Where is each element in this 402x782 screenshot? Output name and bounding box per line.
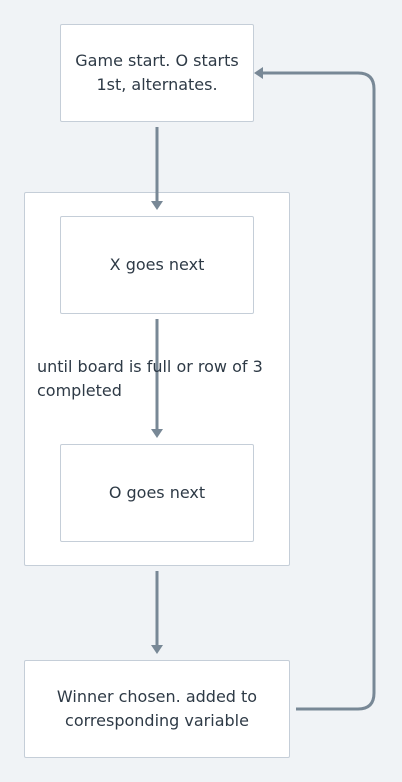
start-node[interactable]: Game start. O starts 1st, alternates. — [60, 24, 254, 122]
x-next-node[interactable]: X goes next — [60, 216, 254, 314]
edge-group-to-winner — [151, 571, 163, 654]
loop-condition-label: until board is full or row of 3 complete… — [37, 357, 263, 400]
o-next-node[interactable]: O goes next — [60, 444, 254, 542]
winner-node-label: Winner chosen. added to corresponding va… — [56, 687, 258, 730]
x-next-node-label: X goes next — [109, 255, 205, 274]
start-node-label: Game start. O starts 1st, alternates. — [75, 51, 239, 94]
winner-node[interactable]: Winner chosen. added to corresponding va… — [24, 660, 290, 758]
o-next-node-label: O goes next — [108, 483, 206, 502]
